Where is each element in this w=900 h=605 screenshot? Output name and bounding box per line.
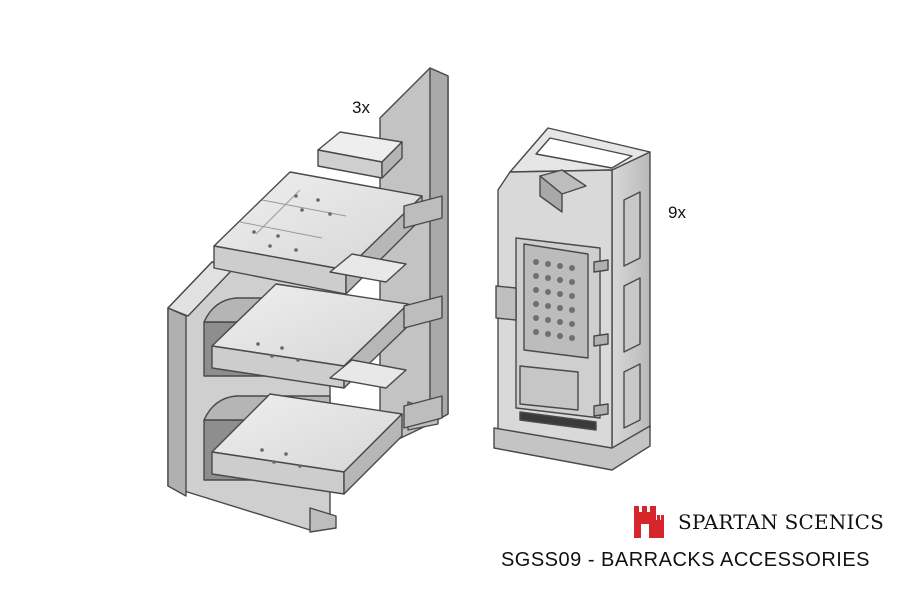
locker-model: [493, 127, 651, 471]
product-title: SGSS09 - BARRACKS ACCESSORIES: [500, 549, 870, 571]
bunk-bed-model: [167, 67, 449, 533]
locker-quantity-label: 9x: [668, 203, 686, 222]
castle-tower-icon: [634, 506, 664, 538]
bunk-quantity-label: 3x: [352, 98, 370, 117]
brand-name: SPARTAN SCENICS: [678, 510, 885, 534]
brand-lockup: SPARTAN SCENICS: [628, 502, 884, 542]
locker-vent-holes: [533, 259, 575, 341]
